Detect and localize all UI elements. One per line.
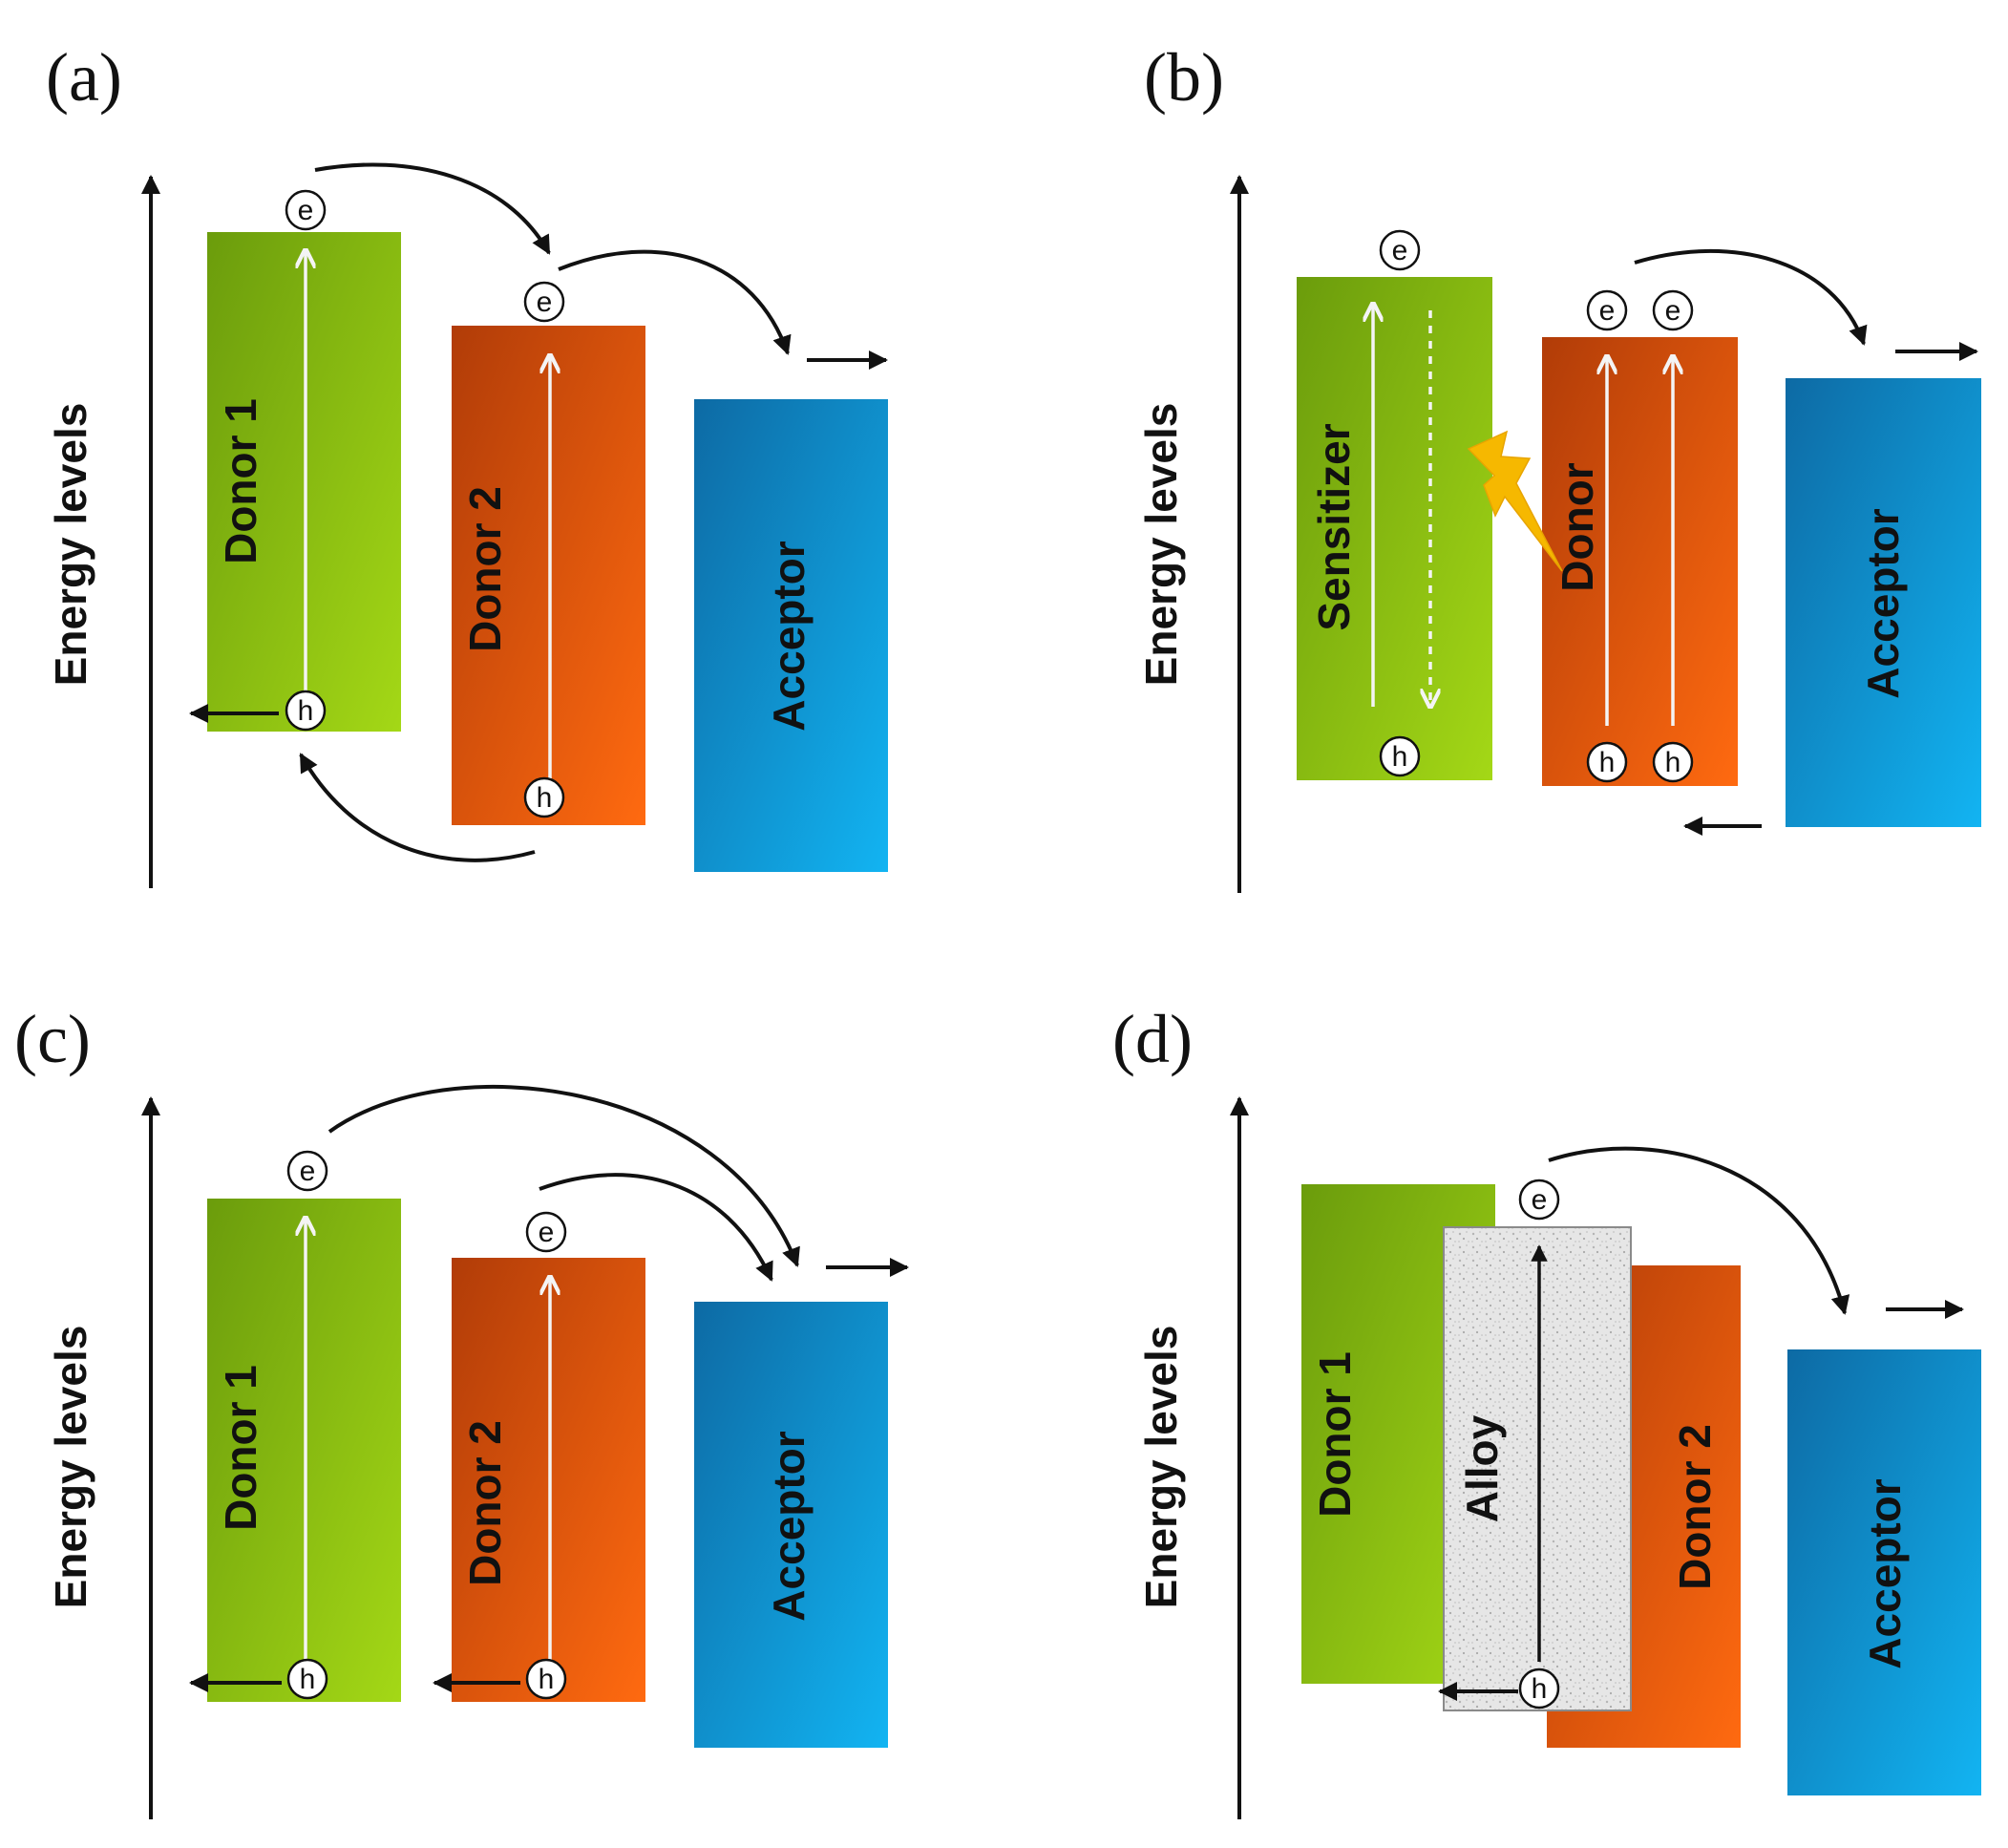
hole-symbol: h [1532,1673,1548,1705]
panel-c-electron-transfer-d1-acceptor [328,1084,800,1267]
e-circle-icon [285,189,327,231]
panel-b-donor-hole-2: h [1652,741,1694,783]
panel-c: (c) Energy levels Donor 1 Donor 2 Accept… [14,1001,909,1819]
panel-b-sensitizer-box [1297,277,1492,780]
panel-b-sensitizer-hole: h [1379,735,1421,777]
panel-b-y-axis-label: Energy levels [1136,403,1186,687]
panel-b-acceptor-label: Acceptor [1858,508,1908,698]
electron-symbol: e [1532,1184,1548,1216]
panel-a-electron-transfer-d2-acceptor [558,249,792,355]
panel-d-electron-transfer-alloy-acceptor [1548,1146,1850,1315]
hole-symbol: h [1392,741,1408,773]
h-circle-icon [525,1658,567,1700]
panel-b-donor-electron-1: e [1586,289,1628,331]
panel-a-acceptor-label: Acceptor [764,541,814,731]
panel-b-donor-hole-1: h [1586,741,1628,783]
panel-b-electron-transfer-donor-acceptor [1634,248,1868,346]
panel-a-donor2-electron: e [523,281,565,323]
e-circle-icon [523,281,565,323]
h-circle-icon [285,690,327,732]
e-circle-icon [1379,229,1421,271]
h-circle-icon [1379,735,1421,777]
hole-symbol: h [539,1664,555,1695]
panel-c-donor1-electron: e [286,1150,328,1192]
panel-b-letter: (b) [1144,39,1224,116]
panel-b-donor-box [1542,337,1738,786]
panel-a-electron-transfer-d1-d2 [314,162,551,255]
hole-symbol: h [298,695,314,727]
panel-a-donor2-label: Donor 2 [460,486,510,652]
electron-symbol: e [298,195,314,226]
electron-symbol: e [539,1217,555,1248]
panel-d-donor2-label: Donor 2 [1670,1424,1720,1590]
hole-symbol: h [537,782,553,814]
panel-d-alloy-electron: e [1518,1179,1560,1221]
electron-symbol: e [1392,235,1408,266]
panel-a-acceptor-box [694,399,888,872]
panel-d-y-axis-label: Energy levels [1136,1326,1186,1609]
panel-d-alloy-hole: h [1518,1667,1560,1710]
panel-c-donor2-hole: h [525,1658,567,1700]
panel-c-letter: (c) [14,1001,91,1077]
h-circle-icon [523,776,565,818]
e-circle-icon [1518,1179,1560,1221]
hole-symbol: h [1665,747,1681,778]
panel-a-donor2-hole: h [523,776,565,818]
panel-b-sensitizer-label: Sensitizer [1309,423,1359,630]
e-circle-icon [1586,289,1628,331]
panel-b: (b) Energy levels Sensitizer Donor Accep… [1136,39,1981,893]
panel-c-donor1-hole: h [286,1658,328,1700]
h-circle-icon [1652,741,1694,783]
panel-b-acceptor-box [1786,378,1981,827]
lightning-bolt-icon [1467,430,1563,572]
panel-c-acceptor-box [694,1302,888,1748]
e-circle-icon [525,1211,567,1253]
panel-c-donor2-label: Donor 2 [460,1420,510,1586]
panel-b-sensitizer-electron: e [1379,229,1421,271]
panel-a-letter: (a) [46,39,122,116]
panel-a-donor1-hole: h [285,690,327,732]
e-circle-icon [286,1150,328,1192]
electron-symbol: e [300,1156,316,1187]
e-circle-icon [1652,289,1694,331]
electron-symbol: e [537,287,553,318]
hole-symbol: h [1599,747,1616,778]
panel-a: (a) Energy levels Donor 1 Donor 2 Accept… [46,39,888,888]
h-circle-icon [1586,741,1628,783]
panel-d-acceptor-label: Acceptor [1860,1478,1910,1668]
panel-d: (d) Energy levels Donor 1 Alloy Donor 2 … [1112,1001,1981,1819]
hole-symbol: h [300,1664,316,1695]
panel-d-acceptor-box [1787,1349,1981,1795]
panel-a-donor1-label: Donor 1 [216,398,265,564]
electron-symbol: e [1665,295,1681,327]
panel-c-donor1-label: Donor 1 [216,1365,265,1531]
panel-d-letter: (d) [1112,1001,1193,1077]
panel-a-hole-transfer-d2-d1 [299,753,536,862]
h-circle-icon [286,1658,328,1700]
panel-a-y-axis-label: Energy levels [46,403,95,687]
panel-d-donor1-label: Donor 1 [1310,1351,1360,1518]
panel-c-donor2-electron: e [525,1211,567,1253]
panel-d-alloy-label: Alloy [1457,1414,1507,1522]
h-circle-icon [1518,1667,1560,1710]
panel-c-electron-transfer-d2-acceptor [539,1173,773,1282]
panel-c-y-axis-label: Energy levels [46,1326,95,1609]
panel-b-donor-electron-2: e [1652,289,1694,331]
panel-c-acceptor-label: Acceptor [764,1431,814,1621]
panel-a-donor1-electron: e [285,189,327,231]
electron-symbol: e [1599,295,1616,327]
panel-d-alloy-box [1443,1226,1632,1711]
panel-b-donor-label: Donor [1553,462,1602,592]
